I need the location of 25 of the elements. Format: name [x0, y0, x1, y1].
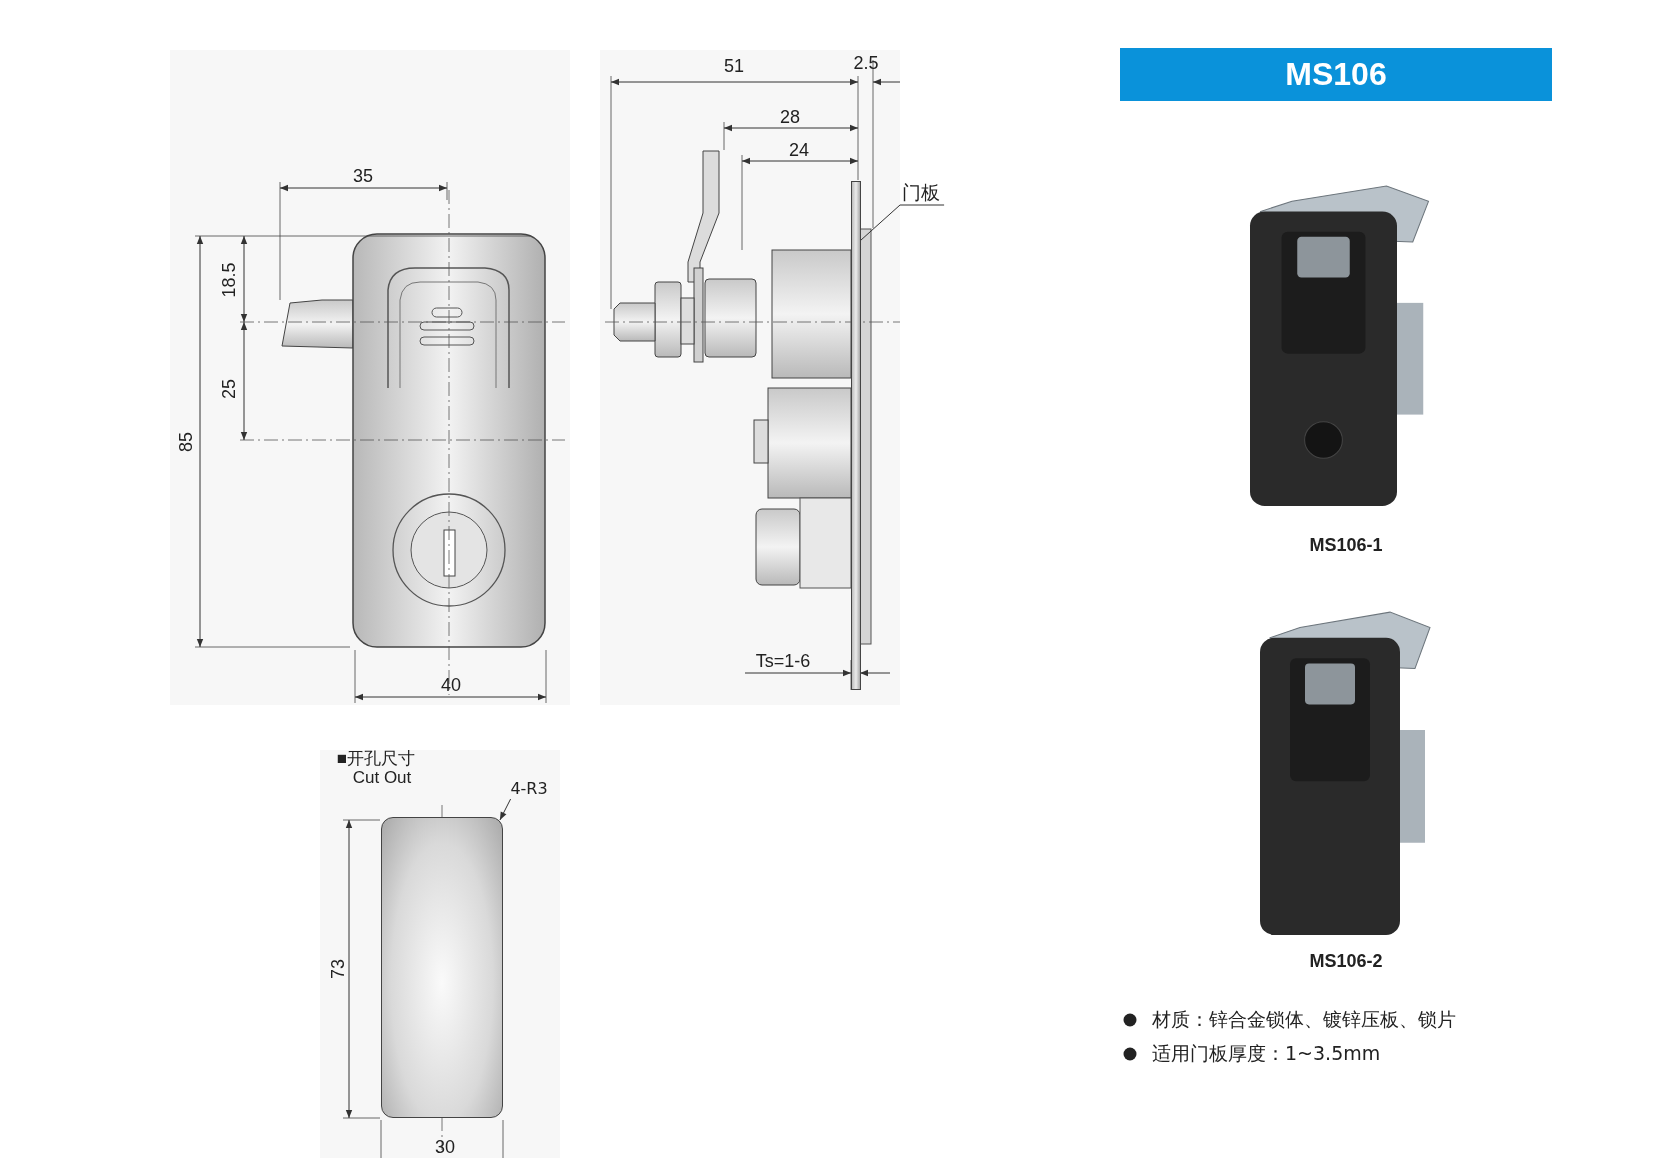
dimension-label: 85	[175, 432, 197, 452]
callout-label: 4-R3	[506, 777, 552, 799]
model-caption: MS106-2	[1309, 950, 1383, 972]
cutout-outline	[381, 817, 503, 1118]
dimension-label: 30	[435, 1136, 455, 1158]
dimension-label: Ts=1-6	[755, 650, 811, 672]
title-bar: MS106	[1120, 48, 1552, 101]
leader-line	[860, 204, 945, 241]
dimension-label: 35	[353, 165, 373, 187]
dimension-label: 25	[218, 379, 240, 399]
model-caption: MS106-1	[1309, 534, 1383, 556]
dimension-label: 73	[327, 959, 349, 979]
dimension-label: 51	[724, 55, 744, 77]
dimension-label: 40	[441, 674, 461, 696]
dimension-label: 24	[789, 139, 809, 161]
dimension-label: 28	[780, 106, 800, 128]
note-text: Cut Out	[352, 768, 412, 788]
note-text: ■开孔尺寸	[336, 747, 416, 770]
callout-label: 门板	[900, 181, 942, 205]
dimension-label: 2.5	[853, 52, 879, 74]
spec-text: 适用门板厚度：1~3.5mm	[1152, 1041, 1381, 1066]
dimension-label: 18.5	[218, 262, 240, 298]
spec-text: 材质：锌合金锁体、镀锌压板、锁片	[1152, 1007, 1456, 1032]
leader-line	[499, 798, 512, 821]
door-panel	[851, 181, 861, 690]
